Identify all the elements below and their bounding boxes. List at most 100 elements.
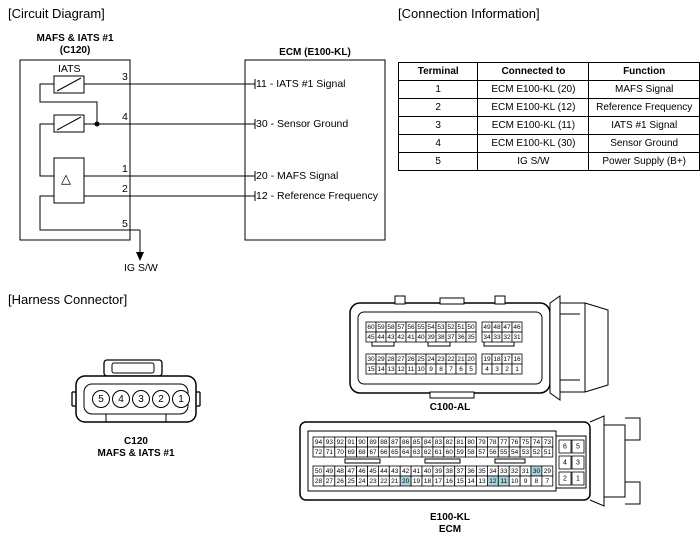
e100-side-pin <box>571 439 585 454</box>
c100-pin-number: 33 <box>493 334 501 341</box>
e100-pin-number: 44 <box>380 468 388 475</box>
e100-pin-number: 28 <box>315 478 323 485</box>
e100-pin-number: 88 <box>380 439 388 446</box>
table-cell: 4 <box>397 134 479 153</box>
c100-pin-number: 8 <box>439 366 443 373</box>
c100-pin-number: 11 <box>408 366 415 373</box>
ecm-signal-ground: 30 - Sensor Ground <box>256 118 348 130</box>
ecm-label-iats: - IATS #1 Signal <box>266 78 346 90</box>
e100-pin-number: 18 <box>424 478 432 485</box>
ecm-pin-12: 12 <box>256 190 268 202</box>
e100-side-pin-number: 1 <box>576 476 580 483</box>
c100-pin-number: 35 <box>467 334 475 341</box>
c100-pin-number: 45 <box>367 334 375 341</box>
e100-pin-number: 72 <box>315 449 323 456</box>
e100-pin-number: 36 <box>467 468 475 475</box>
e100-pin-number: 51 <box>544 449 552 456</box>
e100-pin-number: 9 <box>524 478 528 485</box>
e100-pin-number: 52 <box>533 449 541 456</box>
c120-pin-number: 2 <box>158 394 164 405</box>
e100-pin-number: 8 <box>535 478 539 485</box>
delta-icon: △ <box>61 171 71 186</box>
table-cell: IATS #1 Signal <box>588 116 700 135</box>
table-cell: Power Supply (B+) <box>588 152 700 171</box>
ig-sw-label: IG S/W <box>124 262 158 274</box>
e100-pin-number: 13 <box>478 478 486 485</box>
e100-caption-code: E100-KL <box>429 512 470 523</box>
e100-pin-number: 50 <box>315 468 323 475</box>
c100-pin-number: 36 <box>457 334 465 341</box>
c100-pin-number: 25 <box>417 356 425 363</box>
e100-side-pin <box>558 439 572 454</box>
connection-info-title: [Connection Information] <box>398 6 540 21</box>
table-row: 2 ECM E100-KL (12) Reference Frequency <box>397 98 700 117</box>
c120-pin-number: 5 <box>98 394 104 405</box>
table-header-row: Terminal Connected to Function <box>397 62 700 81</box>
e100-pin-number: 19 <box>413 478 421 485</box>
ecm-box <box>244 59 386 241</box>
e100-pin-number: 85 <box>413 439 421 446</box>
c100-pin-number: 56 <box>407 324 415 331</box>
arrow-down-icon <box>136 252 144 261</box>
table-cell: Reference Frequency <box>588 98 700 117</box>
e100-pin-number: 57 <box>478 449 486 456</box>
c100-pin-number: 14 <box>377 366 385 373</box>
c100-pin-number: 4 <box>485 366 489 373</box>
e100-pin-number: 77 <box>500 439 508 446</box>
c100-pin-number: 40 <box>417 334 425 341</box>
table-row: 1 ECM E100-KL (20) MAFS Signal <box>397 80 700 99</box>
sensor-pin-2: 2 <box>122 183 128 195</box>
e100-side-pin <box>571 455 585 470</box>
e100-pin-number: 71 <box>326 449 334 456</box>
c100-pin-number: 30 <box>367 356 375 363</box>
c100-pin-number: 23 <box>437 356 445 363</box>
circuit-diagram-title: [Circuit Diagram] <box>8 6 105 21</box>
c120-pin <box>132 390 150 408</box>
c100-pin-number: 57 <box>397 324 405 331</box>
table-cell: ECM E100-KL (11) <box>477 116 590 135</box>
ecm-pin-11: 11 <box>256 78 267 90</box>
e100-pin-number: 63 <box>413 449 421 456</box>
table-row: 3 ECM E100-KL (11) IATS #1 Signal <box>397 116 700 135</box>
c100-pin-number: 19 <box>483 356 491 363</box>
c120-pin <box>172 390 190 408</box>
e100-pin-number: 20 <box>402 478 410 485</box>
c100-pin-number: 50 <box>467 324 475 331</box>
ecm-signal-iats: 11 - IATS #1 Signal <box>256 78 346 90</box>
e100-pin-number: 91 <box>348 439 356 446</box>
c100-pin-number: 12 <box>397 366 405 373</box>
e100-pin-number: 16 <box>446 478 454 485</box>
sensor-pin-1: 1 <box>122 163 128 175</box>
c100-pin-number: 58 <box>387 324 395 331</box>
e100-side-pin <box>558 471 572 486</box>
ecm-label-mafs: - MAFS Signal <box>267 170 339 182</box>
table-cell: MAFS Signal <box>588 80 700 99</box>
c100-pin-number: 31 <box>513 334 521 341</box>
e100-pin-number: 30 <box>533 468 541 475</box>
connection-table: Terminal Connected to Function 1 ECM E10… <box>397 62 700 171</box>
e100-pin-number: 14 <box>467 478 475 485</box>
header-connected-to: Connected to <box>477 62 590 81</box>
c100-pin-number: 10 <box>417 366 425 373</box>
e100-pin-number: 46 <box>358 468 366 475</box>
e100-pin-number: 76 <box>511 439 519 446</box>
c100-pin-number: 24 <box>427 356 435 363</box>
c100-pin-number: 39 <box>427 334 435 341</box>
c120-pin <box>92 390 110 408</box>
c100-pin <box>465 363 477 375</box>
c100-pin-number: 7 <box>449 366 453 373</box>
c120-pin-number: 4 <box>118 394 124 405</box>
e100-side-pin-number: 3 <box>576 460 580 467</box>
e100-pin-number: 34 <box>489 468 497 475</box>
e100-pin-number: 59 <box>457 449 465 456</box>
e100-pin-number: 89 <box>369 439 377 446</box>
e100-pin-number: 84 <box>424 439 432 446</box>
c100-pin-number: 27 <box>397 356 405 363</box>
c100-pin-number: 53 <box>437 324 445 331</box>
e100-pin-number: 42 <box>402 468 410 475</box>
c100-pin-number: 22 <box>447 356 455 363</box>
e100-pin-number: 61 <box>435 449 443 456</box>
c100-pin-number: 46 <box>513 324 521 331</box>
